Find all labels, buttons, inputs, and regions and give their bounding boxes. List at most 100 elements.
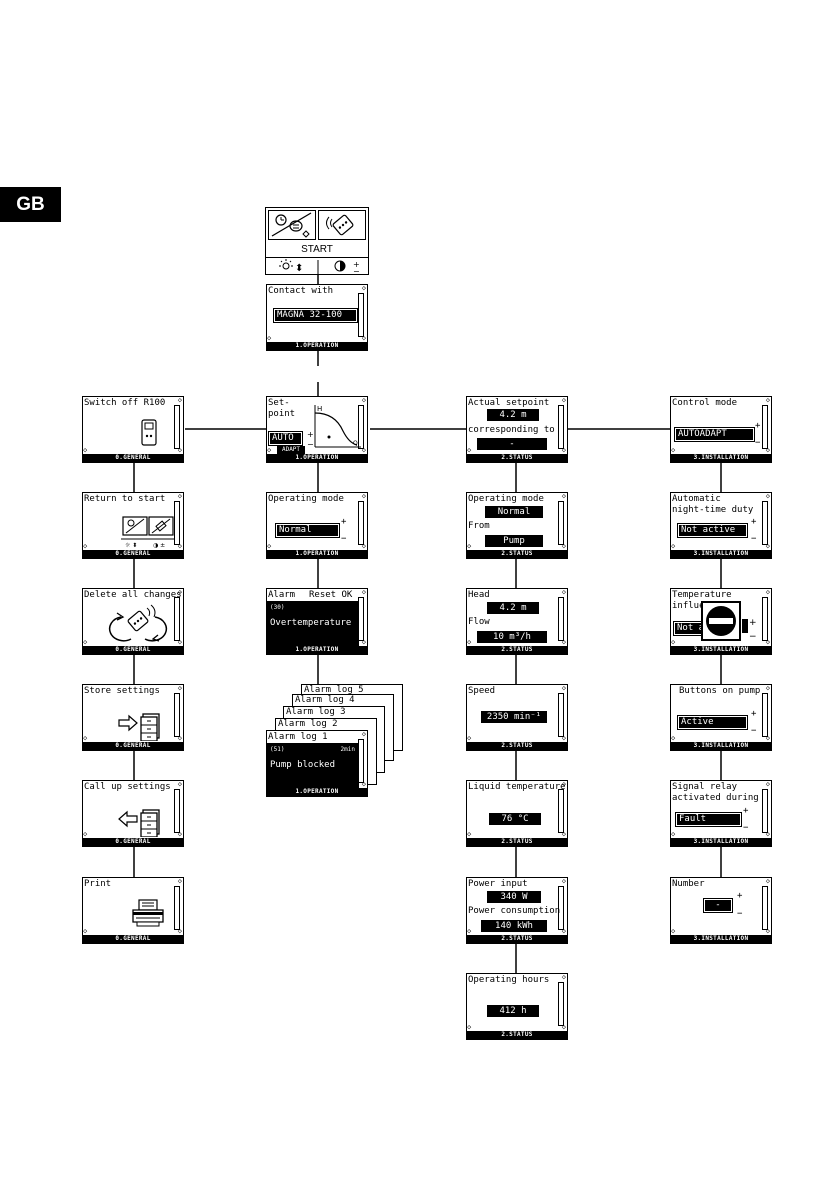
installation-screen[interactable]: Control mode AUTOADAPT +− ◇◇◇ 3.INSTALLA…	[670, 396, 772, 463]
scroll-up-arrow-icon[interactable]: ◇	[177, 492, 182, 500]
scrollbar[interactable]	[762, 501, 768, 545]
scrollbar[interactable]	[558, 693, 564, 737]
scroll-down-arrow-icon[interactable]: ◇	[765, 830, 770, 838]
scroll-up-arrow-icon[interactable]: ◇	[765, 588, 770, 596]
scrollbar[interactable]	[358, 293, 364, 337]
scroll-down-arrow-icon[interactable]: ◇	[361, 334, 366, 342]
status-screen[interactable]: Actual setpoint 4.2 m corresponding to -…	[466, 396, 568, 463]
status-screen[interactable]: Operating mode Normal From Pump ◇◇◇ 2.ST…	[466, 492, 568, 559]
plus-icon[interactable]: +	[751, 517, 757, 527]
plus-icon[interactable]: +	[755, 421, 761, 431]
installation-screen[interactable]: Temperature influence Not a + − ◇◇◇ 3.IN…	[670, 588, 772, 655]
remote-control-cell[interactable]	[318, 210, 366, 240]
minus-icon[interactable]: −	[755, 438, 761, 448]
scrollbar[interactable]	[174, 789, 180, 833]
scroll-up-arrow-icon[interactable]: ◇	[765, 780, 770, 788]
scrollbar[interactable]	[558, 405, 564, 449]
scrollbar[interactable]	[762, 405, 768, 449]
scrollbar[interactable]	[358, 405, 364, 449]
installation-screen[interactable]: Automatic night-time duty Not active +− …	[670, 492, 772, 559]
back-arrow-icon[interactable]: ◇	[467, 734, 472, 742]
scroll-down-arrow-icon[interactable]: ◇	[765, 638, 770, 646]
scrollbar[interactable]	[762, 693, 768, 737]
back-arrow-icon[interactable]: ◇	[83, 446, 88, 454]
scroll-up-arrow-icon[interactable]: ◇	[561, 588, 566, 596]
back-arrow-icon[interactable]: ◇	[267, 780, 272, 788]
general-screen[interactable]: Print ◇◇◇ 0.GENERAL	[82, 877, 184, 944]
status-screen[interactable]: Liquid temperature 76 °C ◇◇◇ 2.STATUS	[466, 780, 568, 847]
back-arrow-icon[interactable]: ◇	[83, 542, 88, 550]
installation-screen[interactable]: Number - +− ◇◇◇ 3.INSTALLATION	[670, 877, 772, 944]
back-arrow-icon[interactable]: ◇	[267, 638, 272, 646]
scroll-up-arrow-icon[interactable]: ◇	[361, 396, 366, 404]
scroll-down-arrow-icon[interactable]: ◇	[177, 446, 182, 454]
scrollbar[interactable]	[558, 597, 564, 641]
installation-screen[interactable]: Signal relay activated during Fault +− ◇…	[670, 780, 772, 847]
scroll-up-arrow-icon[interactable]: ◇	[765, 396, 770, 404]
plus-icon[interactable]: +	[751, 709, 757, 719]
scroll-down-arrow-icon[interactable]: ◇	[561, 1023, 566, 1031]
scrollbar[interactable]	[558, 886, 564, 930]
scrollbar[interactable]	[558, 501, 564, 545]
installation-value[interactable]: Active	[677, 715, 748, 730]
scroll-up-arrow-icon[interactable]: ◇	[765, 492, 770, 500]
scroll-up-arrow-icon[interactable]: ◇	[561, 684, 566, 692]
general-screen[interactable]: Return to start ☼ ⬍ ◑ ± ◇◇◇ 0.GENERAL	[82, 492, 184, 559]
scroll-up-arrow-icon[interactable]: ◇	[361, 492, 366, 500]
scroll-down-arrow-icon[interactable]: ◇	[561, 446, 566, 454]
general-screen[interactable]: Delete all changes ◇◇◇ 0.GENERAL	[82, 588, 184, 655]
plus-icon[interactable]: +	[743, 806, 749, 816]
scrollbar[interactable]	[558, 982, 564, 1026]
scrollbar[interactable]	[558, 789, 564, 833]
operating-mode-screen[interactable]: Operating mode Normal +− ◇◇◇ 1.OPERATION	[266, 492, 368, 559]
scrollbar[interactable]	[174, 501, 180, 545]
plus-icon[interactable]: +	[341, 517, 347, 527]
operating-mode-value[interactable]: Normal	[275, 523, 340, 538]
start-screen[interactable]: START ⬍ + −	[265, 207, 369, 276]
back-arrow-icon[interactable]: ◇	[671, 734, 676, 742]
minus-icon[interactable]: −	[341, 534, 347, 544]
general-screen[interactable]: Call up settings ◇◇◇ 0.GENERAL	[82, 780, 184, 847]
scroll-down-arrow-icon[interactable]: ◇	[177, 734, 182, 742]
scroll-up-arrow-icon[interactable]: ◇	[561, 780, 566, 788]
scroll-down-arrow-icon[interactable]: ◇	[177, 927, 182, 935]
minus-icon[interactable]: −	[751, 534, 757, 544]
scroll-up-arrow-icon[interactable]: ◇	[561, 492, 566, 500]
scroll-down-arrow-icon[interactable]: ◇	[361, 780, 366, 788]
general-screen[interactable]: Store settings ◇◇◇ 0.GENERAL	[82, 684, 184, 751]
scroll-down-arrow-icon[interactable]: ◇	[561, 542, 566, 550]
general-screen[interactable]: Switch off R100 ◇◇◇ 0.GENERAL	[82, 396, 184, 463]
scroll-down-arrow-icon[interactable]: ◇	[765, 446, 770, 454]
installation-value[interactable]: Not active	[677, 523, 748, 538]
scroll-up-arrow-icon[interactable]: ◇	[177, 396, 182, 404]
back-arrow-icon[interactable]: ◇	[671, 542, 676, 550]
minus-icon[interactable]: −	[737, 909, 743, 919]
back-arrow-icon[interactable]: ◇	[671, 446, 676, 454]
back-arrow-icon[interactable]: ◇	[83, 638, 88, 646]
scroll-up-arrow-icon[interactable]: ◇	[177, 780, 182, 788]
back-arrow-icon[interactable]: ◇	[267, 334, 272, 342]
scroll-down-arrow-icon[interactable]: ◇	[561, 734, 566, 742]
minus-icon[interactable]: −	[751, 726, 757, 736]
installation-screen[interactable]: Buttons on pump Active +− ◇◇◇ 3.INSTALLA…	[670, 684, 772, 751]
back-arrow-icon[interactable]: ◇	[467, 830, 472, 838]
back-arrow-icon[interactable]: ◇	[671, 927, 676, 935]
status-screen[interactable]: Power input 340 W Power consumption 140 …	[466, 877, 568, 944]
scroll-up-arrow-icon[interactable]: ◇	[177, 684, 182, 692]
scrollbar[interactable]	[174, 597, 180, 641]
back-arrow-icon[interactable]: ◇	[83, 830, 88, 838]
scroll-up-arrow-icon[interactable]: ◇	[361, 730, 366, 738]
back-arrow-icon[interactable]: ◇	[267, 542, 272, 550]
installation-value[interactable]: Fault	[675, 812, 742, 827]
scrollbar[interactable]	[174, 693, 180, 737]
scroll-up-arrow-icon[interactable]: ◇	[561, 973, 566, 981]
scroll-down-arrow-icon[interactable]: ◇	[361, 446, 366, 454]
installation-value[interactable]: AUTOADAPT	[674, 427, 755, 442]
scroll-down-arrow-icon[interactable]: ◇	[765, 734, 770, 742]
scroll-down-arrow-icon[interactable]: ◇	[765, 927, 770, 935]
installation-value[interactable]: -	[703, 898, 733, 913]
setpoint-screen[interactable]: Set- point AUTO ADAPT H Q + − ◇◇◇ 1.OPER…	[266, 396, 368, 463]
alarm-log-1[interactable]: Alarm log 1 (51) 2min Pump blocked ◇◇◇ 1…	[266, 730, 368, 797]
scrollbar[interactable]	[358, 597, 364, 641]
operation-mode-cell[interactable]	[268, 210, 316, 240]
